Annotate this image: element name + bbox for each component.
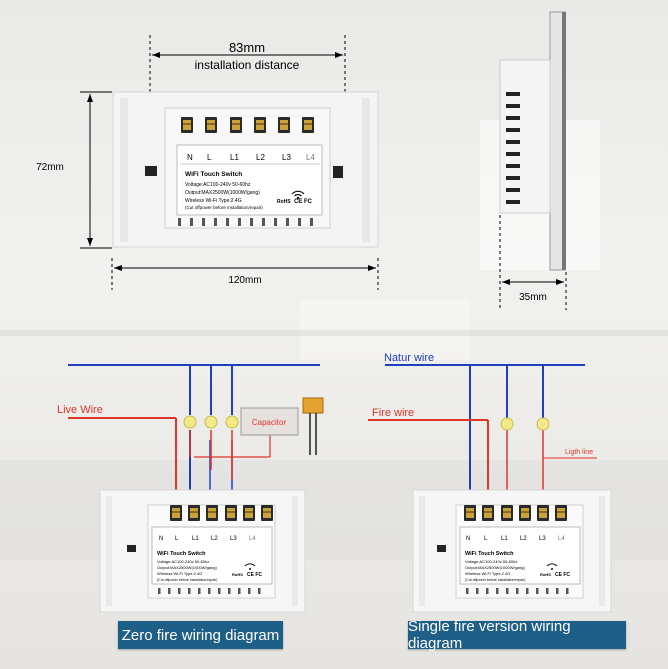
label-voltage: Voltage:AC100-240v 50-60hz: [185, 182, 251, 188]
terminal-N: N: [466, 536, 470, 542]
terminal-L4: L4: [249, 536, 256, 542]
wifi-icon: [244, 563, 256, 570]
terminal-L: L: [484, 536, 488, 542]
bulb-icon: [225, 415, 239, 429]
zero-fire-caption-text: Zero fire wiring diagram: [121, 626, 280, 644]
terminal-L1: L1: [192, 536, 199, 542]
floor-line: [0, 330, 668, 336]
label-marks: CE FC: [247, 572, 262, 578]
natur-wire-label: Natur wire: [384, 352, 434, 364]
label-title: WiFi Touch Switch: [157, 551, 206, 557]
terminal-L: L: [207, 153, 212, 162]
terminal-L2: L2: [520, 536, 527, 542]
label-rohs: RoHS: [277, 199, 291, 205]
bulb-icon: [536, 417, 550, 431]
label-voltage: Voltage:AC100-240v 50-60hz: [157, 559, 209, 564]
label-note: (Cut offpower before installation/repair…: [185, 205, 263, 210]
dim-83mm: 83mm: [229, 40, 265, 55]
dim-35mm: 35mm: [519, 292, 547, 303]
label-marks: CE FC: [294, 199, 313, 205]
label-wireless: Wireless Wi-Fi Type:2.4G: [465, 571, 510, 576]
bulb-icon: [204, 415, 218, 429]
dim-72mm: 72mm: [36, 162, 64, 173]
label-title: WiFi Touch Switch: [465, 551, 514, 557]
window-glow: [300, 300, 470, 360]
label-rohs: RoHS: [232, 572, 243, 577]
label-marks: CE FC: [555, 572, 570, 578]
label-output: Output:MAX2500W(1000W/gang): [465, 565, 525, 570]
terminal-L1: L1: [230, 153, 239, 162]
label-wireless: Wireless Wi-Fi Type:2.4G: [185, 198, 242, 204]
wifi-icon: [291, 190, 305, 200]
label-voltage: Voltage:AC100-240v 50-60hz: [465, 559, 517, 564]
dim-install-label: installation distance: [195, 58, 300, 72]
terminal-L2: L2: [211, 536, 218, 542]
label-note: (Cut offpower before installation/repair…: [465, 578, 525, 582]
label-note: (Cut offpower before installation/repair…: [157, 578, 217, 582]
light-line-label: Ligth line: [565, 449, 593, 456]
single-fire-caption-text: Single fire version wiring diagram: [408, 618, 571, 652]
label-rohs: RoHS: [540, 572, 551, 577]
terminal-L: L: [175, 536, 179, 542]
terminal-L3: L3: [230, 536, 237, 542]
terminal-N: N: [187, 153, 193, 162]
capacitor-label: Capacitor: [252, 418, 287, 427]
fire-wire-label: Fire wire: [372, 407, 414, 419]
terminal-N: N: [159, 536, 163, 542]
label-wireless: Wireless Wi-Fi Type:2.4G: [157, 571, 202, 576]
label-title: WiFi Touch Switch: [185, 171, 242, 178]
terminal-L4: L4: [306, 153, 315, 162]
single-fire-caption: Single fire version wiring diagram: [408, 618, 626, 652]
zero-fire-caption: Zero fire wiring diagram: [118, 621, 283, 649]
label-output: Output:MAX2500W(1000W/gang): [185, 190, 260, 196]
terminal-L1: L1: [501, 536, 508, 542]
label-output: Output:MAX2500W(1000W/gang): [157, 565, 217, 570]
bulb-icon: [183, 415, 197, 429]
terminal-L3: L3: [539, 536, 546, 542]
bulb-icon: [500, 417, 514, 431]
terminal-L2: L2: [256, 153, 265, 162]
dim-120mm: 120mm: [228, 275, 261, 286]
live-wire-label: Live Wire: [57, 404, 103, 416]
capacitor-icon: [302, 397, 324, 455]
terminal-L4: L4: [558, 536, 565, 542]
wifi-icon: [546, 563, 558, 570]
terminal-L3: L3: [282, 153, 291, 162]
